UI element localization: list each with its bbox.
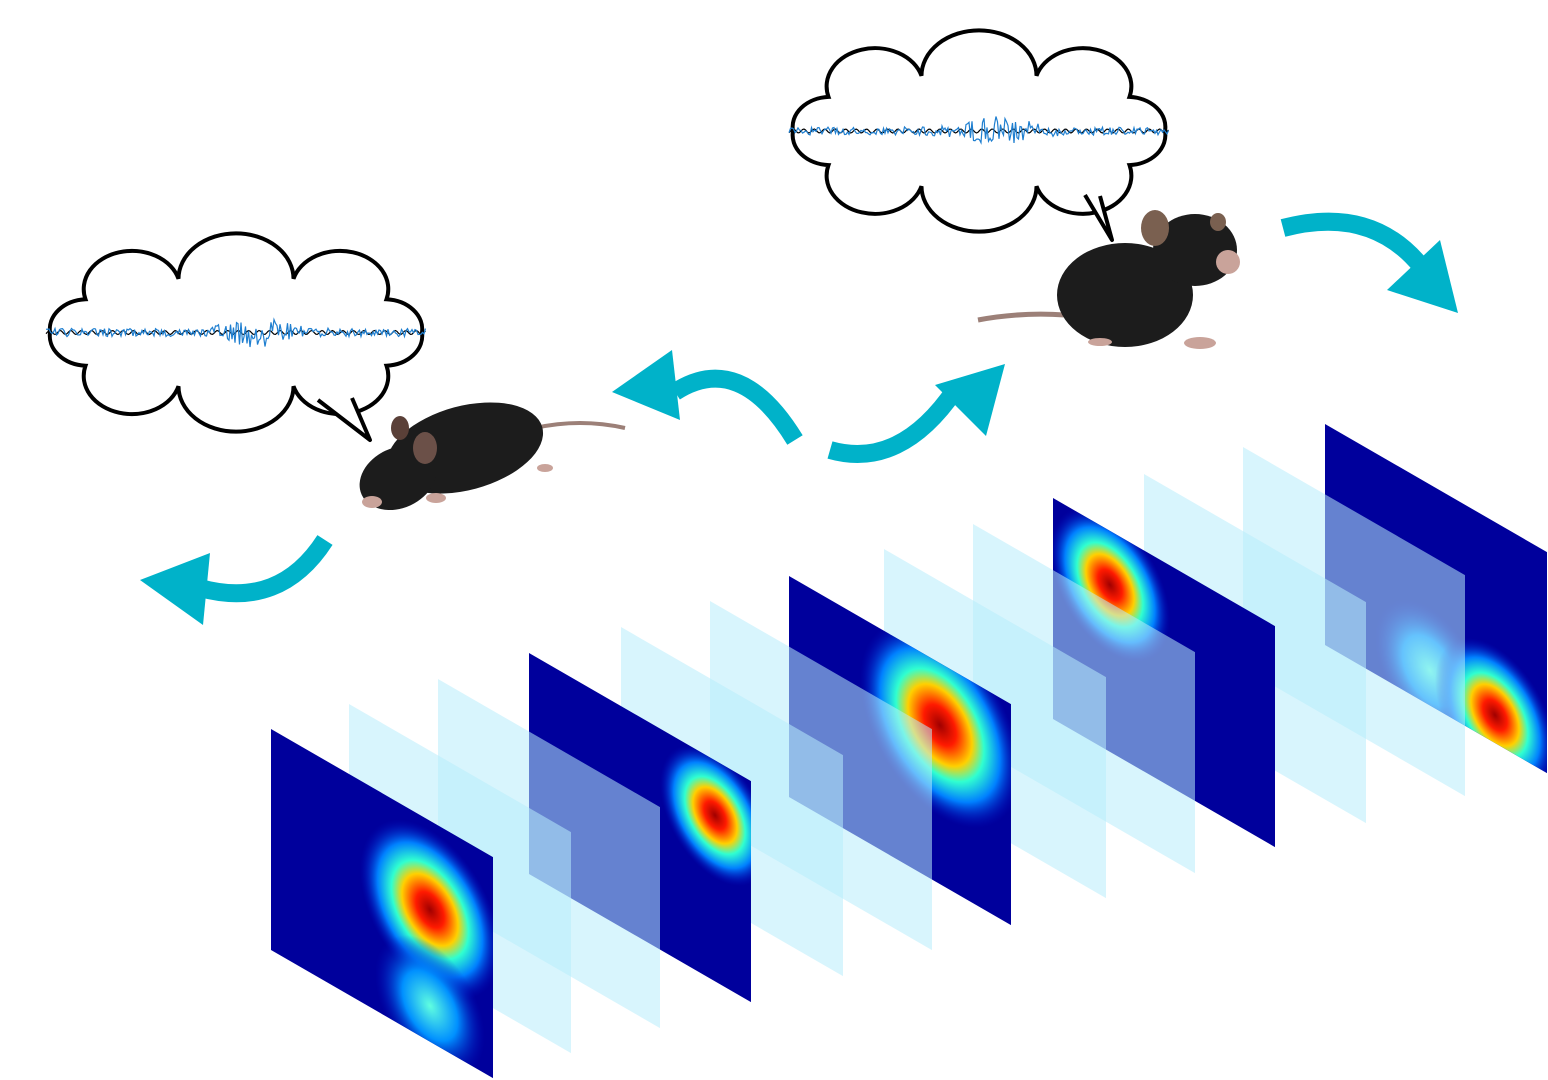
cloud-tail [1083, 193, 1114, 242]
lfp-trace-blue [788, 116, 1170, 145]
mouse-ear [391, 416, 409, 440]
arrow-left-bottom-head [140, 553, 210, 625]
mouse-paw [1088, 338, 1112, 346]
arrows [140, 212, 1458, 625]
mouse-head [1153, 214, 1237, 286]
cloud-tail-mask [320, 388, 350, 398]
thought-cloud-left [45, 231, 427, 442]
activity-hotspot [660, 744, 751, 887]
arrow-left-bottom-shaft [197, 534, 333, 603]
mouse-tail [977, 311, 1066, 323]
mouse-sitting [977, 210, 1240, 349]
cloud-tail-mask [1087, 185, 1098, 194]
mouse-paw [537, 464, 553, 472]
lfp-trace-blue [45, 317, 427, 348]
mouse-nose [362, 496, 382, 508]
mouse-ear [413, 432, 437, 464]
cloud-tail [316, 397, 372, 442]
thought-clouds [45, 28, 1170, 442]
thought-cloud-right [788, 28, 1170, 242]
mouse-snout [1216, 250, 1240, 274]
mouse-ear [1210, 213, 1226, 231]
arrow-right-mid-shaft [827, 384, 963, 463]
arrow-right-mid-head [935, 364, 1005, 436]
mice [359, 210, 1240, 511]
mouse-body [1057, 243, 1193, 347]
arrow-right-top-head [1387, 240, 1458, 313]
lfp-trace-black [788, 128, 1169, 134]
mouse-ear [1141, 210, 1169, 246]
mouse-paw [426, 493, 446, 503]
arrow-left-top-head [612, 350, 680, 420]
mouse-tail [534, 421, 626, 430]
mouse-head [359, 445, 437, 511]
arrow-left-top-shaft [670, 369, 803, 445]
panel-stack [271, 424, 1547, 1079]
arrow-right-top-shaft [1280, 212, 1427, 271]
mouse-walking [359, 402, 626, 511]
mouse-paw [1184, 337, 1216, 349]
